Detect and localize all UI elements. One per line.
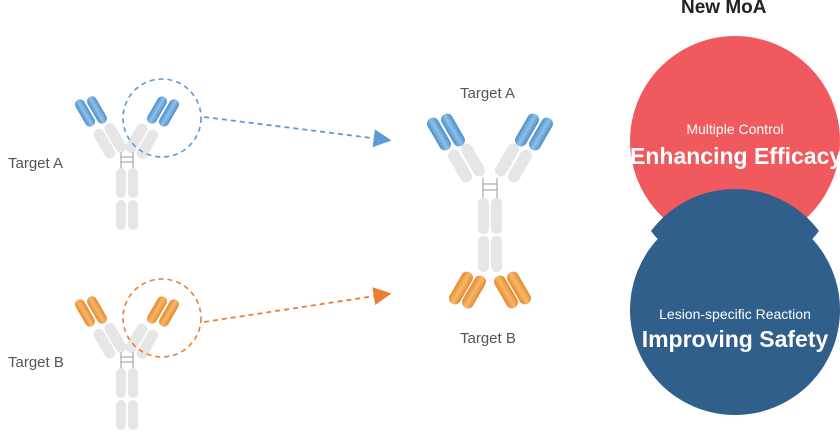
efficacy-title: Enhancing Efficacy — [630, 143, 840, 169]
efficacy-subtitle: Multiple Control — [686, 121, 784, 137]
circle-overlap — [651, 189, 819, 273]
label-target-a-left: Target A — [8, 155, 64, 172]
efficacy-circle — [630, 36, 840, 246]
highlight-circle-a — [122, 78, 202, 158]
arrow-b — [203, 287, 392, 323]
arrow-a — [203, 116, 392, 148]
safety-title: Improving Safety — [641, 326, 829, 352]
label-target-b-left: Target B — [8, 354, 64, 371]
safety-subtitle: Lesion-specific Reaction — [659, 306, 811, 322]
label-target-a-mid: Target A — [460, 85, 516, 102]
highlight-circle-b — [122, 278, 202, 358]
moa-title: New MoA — [681, 0, 767, 18]
antibody-target-b — [75, 296, 179, 430]
antibody-target-a — [75, 96, 179, 230]
label-target-b-mid: Target B — [460, 330, 516, 347]
bispecific-antibody — [427, 113, 553, 309]
